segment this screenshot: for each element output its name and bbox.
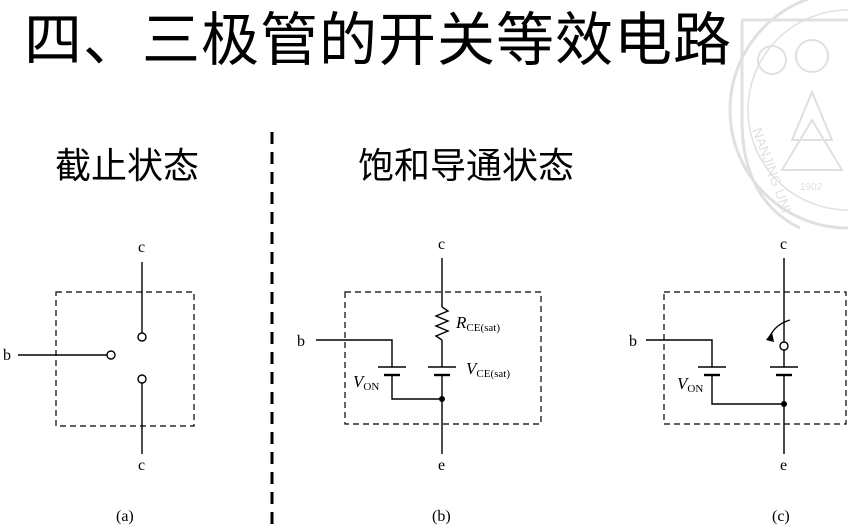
saturation-state-label: 饱和导通状态 <box>358 146 575 187</box>
circuit-a-terminal-base: b <box>3 347 11 364</box>
circuit-b-caption: (b) <box>432 508 451 525</box>
circuit-c-terminal-bottom: e <box>780 457 787 474</box>
resistor-rce-sat <box>434 306 450 341</box>
battery-von-label-b: VON <box>353 372 379 393</box>
circuit-a-contact-top <box>137 332 147 342</box>
circuit-b-junction <box>439 396 445 402</box>
university-seal-watermark: NANJING UNI 1902 <box>728 0 848 230</box>
cutoff-state-label: 截止状态 <box>55 146 200 187</box>
circuit-c-terminal-top: c <box>780 236 787 253</box>
circuit-a-contact-base <box>106 350 116 360</box>
watermark-year: 1902 <box>800 182 823 193</box>
switch-contact <box>779 341 789 351</box>
circuit-c-box <box>663 291 847 425</box>
circuit-a-cutoff: c b c (a) <box>3 239 195 525</box>
circuit-c-junction <box>781 401 787 407</box>
circuit-b-box <box>344 291 542 425</box>
resistor-label: RCE(sat) <box>455 313 500 334</box>
circuit-a-caption: (a) <box>116 508 134 525</box>
circuit-c-saturation-switch: c b e VON (c) <box>629 236 847 525</box>
circuit-b-terminal-base: b <box>297 333 305 350</box>
circuit-b-terminal-top: c <box>438 236 445 253</box>
circuit-a-terminal-top: c <box>138 239 145 256</box>
slide-title: 四、三极管的开关等效电路 <box>24 6 733 74</box>
battery-vce-label: VCE(sat) <box>466 359 510 380</box>
circuit-b-saturation: c b e RCE(sat) VCE(sat) VON (b) <box>297 236 542 525</box>
circuit-c-terminal-base: b <box>629 333 637 350</box>
switch-arrow <box>769 319 791 337</box>
circuit-a-terminal-bottom: c <box>138 457 145 474</box>
circuit-b-terminal-bottom: e <box>438 457 445 474</box>
battery-von-label-c: VON <box>677 374 703 395</box>
circuit-a-contact-bottom <box>137 374 147 384</box>
circuit-c-caption: (c) <box>772 508 790 525</box>
circuit-a-box <box>55 291 195 427</box>
